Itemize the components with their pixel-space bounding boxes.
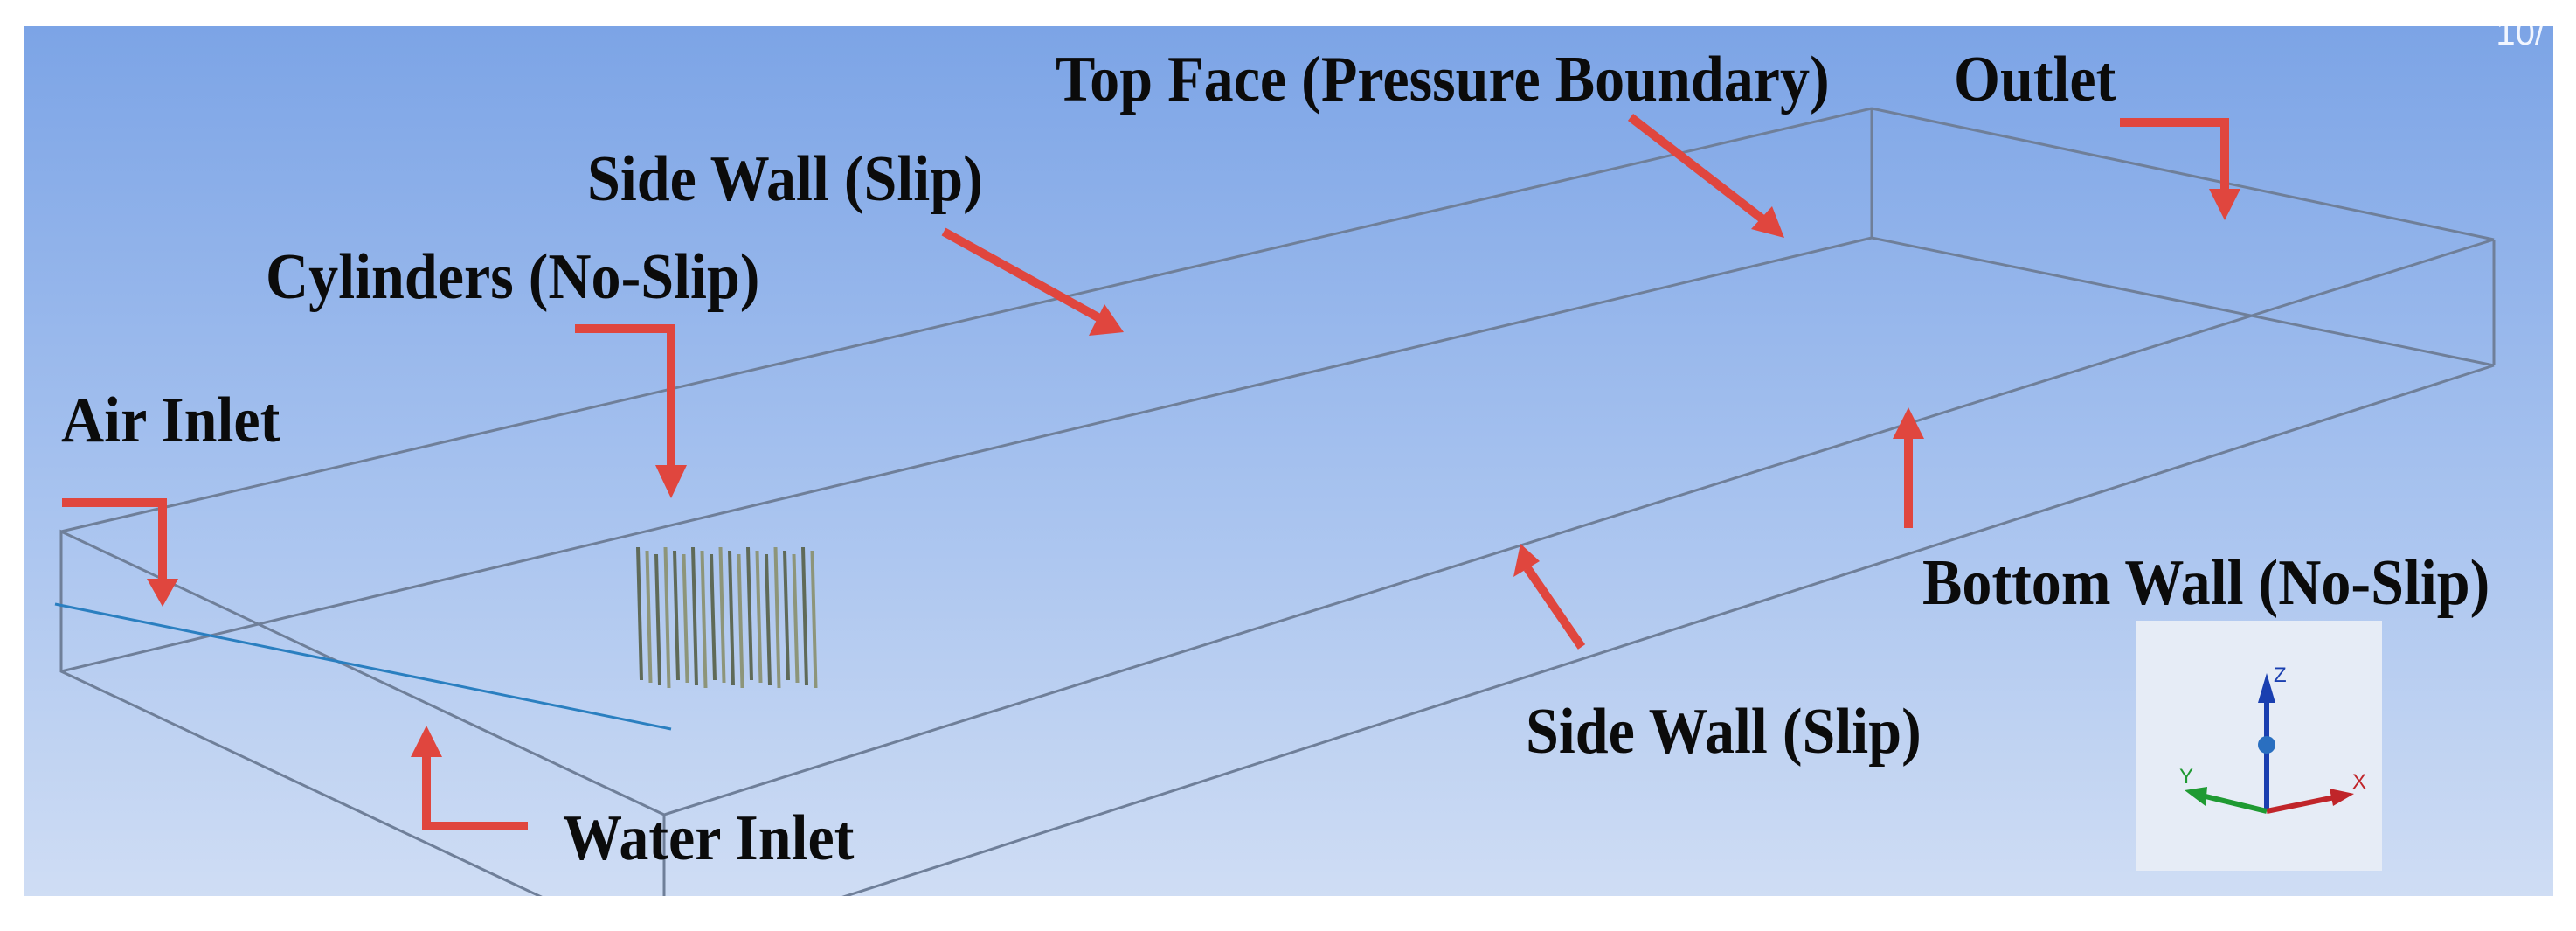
arrowhead-side-wall-bottom: [1513, 544, 1540, 577]
cylinder: [737, 553, 744, 689]
water-interface-line: [54, 602, 672, 731]
cylinder: [673, 550, 680, 681]
arrowhead-top-face: [1751, 206, 1784, 238]
arrowhead-water-inlet: [411, 726, 442, 757]
viewport-corner-text: 10/: [2496, 26, 2545, 52]
channel-domain: [54, 107, 2496, 896]
coordinate-triad[interactable]: Z X Y: [2136, 621, 2382, 871]
label-water-inlet: Water Inlet: [563, 802, 855, 874]
cylinder: [801, 546, 808, 686]
arrowhead-cylinders: [655, 465, 687, 498]
triad-z-label: Z: [2274, 664, 2287, 687]
cylinder: [765, 553, 772, 686]
cylinder: [755, 550, 763, 684]
cylinder: [773, 546, 781, 689]
edge-bottom-front: [841, 364, 2495, 896]
label-side-wall-bottom: Side Wall (Slip): [1526, 696, 1922, 768]
label-side-wall-top: Side Wall (Slip): [587, 143, 983, 215]
cylinder: [718, 546, 726, 684]
cylinder: [810, 550, 818, 689]
arrow-top-face: [1627, 114, 1772, 227]
arrow-side-wall-top: [941, 227, 1105, 324]
viewport-canvas[interactable]: 10/: [24, 26, 2553, 896]
label-top-face: Top Face (Pressure Boundary): [1056, 44, 1830, 115]
arrow-cylinders: [575, 324, 675, 472]
edge-top-back: [1871, 107, 2495, 241]
label-air-inlet: Air Inlet: [61, 385, 280, 456]
arrow-side-wall-bottom: [1523, 566, 1586, 650]
arrow-outlet: [2120, 118, 2229, 194]
cylinder: [663, 546, 671, 689]
arrowhead-bottom-wall: [1893, 407, 1924, 439]
triad-x-label: X: [2352, 770, 2366, 794]
cylinder: [654, 553, 661, 686]
arrowhead-air-inlet: [147, 579, 178, 607]
edge-bottom-back: [1871, 236, 2495, 367]
label-outlet: Outlet: [1954, 44, 2116, 115]
cylinder: [728, 550, 735, 686]
cylinder: [746, 546, 753, 681]
cylinder: [792, 553, 800, 684]
arrowhead-outlet: [2209, 189, 2240, 220]
cylinder-array: [636, 546, 818, 689]
label-cylinders: Cylinders (No-Slip): [266, 241, 760, 313]
cylinder: [700, 550, 708, 689]
edge-top-left: [60, 107, 1873, 533]
arrow-air-inlet: [62, 498, 167, 586]
inlet-face-edges: [59, 529, 666, 896]
cylinder: [783, 550, 790, 681]
edge-bottom-left: [60, 236, 1873, 673]
edge-top-front: [663, 238, 2495, 816]
triad-y-label: Y: [2179, 765, 2193, 789]
arrow-water-inlet: [422, 752, 528, 830]
cylinder: [645, 550, 653, 684]
arrowhead-side-wall-top: [1089, 304, 1124, 336]
cylinder: [682, 553, 689, 684]
label-bottom-wall: Bottom Wall (No-Slip): [1922, 547, 2490, 619]
cylinder: [636, 546, 643, 681]
cylinder: [710, 553, 717, 681]
cylinder: [691, 546, 698, 686]
